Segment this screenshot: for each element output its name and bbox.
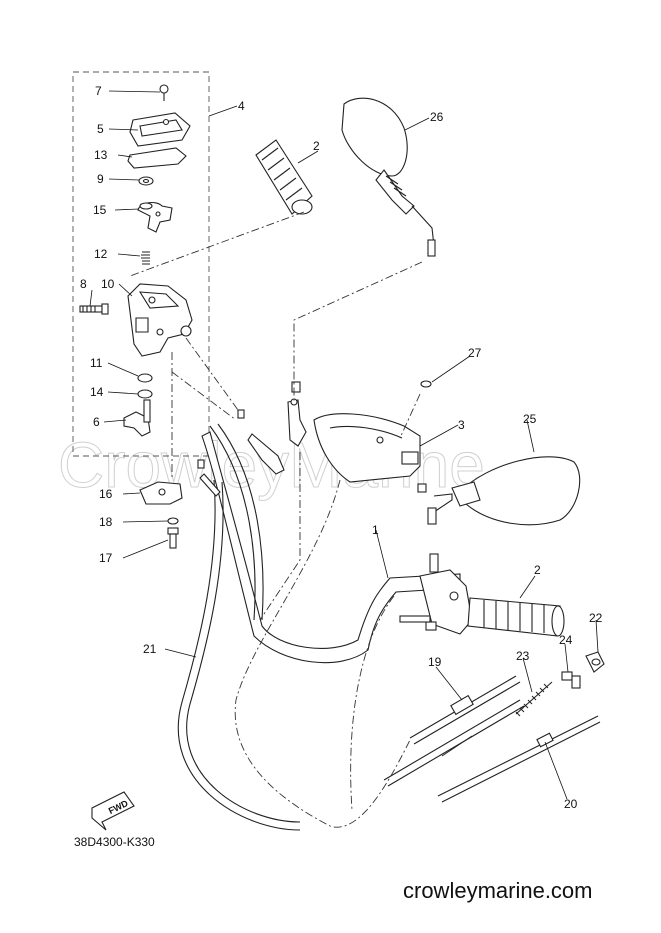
callout-5[interactable]: 5 xyxy=(97,122,104,136)
part-2-grip-lower[interactable] xyxy=(467,597,565,637)
leader-lines xyxy=(89,90,599,800)
footer-url[interactable]: crowleymarine.com xyxy=(403,878,593,903)
assembly-lines xyxy=(129,211,423,828)
callout-27[interactable]: 27 xyxy=(468,346,482,360)
callout-4[interactable]: 4 xyxy=(238,99,245,113)
callout-14[interactable]: 14 xyxy=(90,385,104,399)
part-3-cover[interactable] xyxy=(313,413,421,483)
part-24-nut[interactable] xyxy=(561,671,581,689)
callout-26[interactable]: 26 xyxy=(430,110,444,124)
callout-1[interactable]: 1 xyxy=(372,523,379,537)
callout-3[interactable]: 3 xyxy=(458,418,465,432)
part-12-spring[interactable] xyxy=(141,251,150,265)
part-11-washer[interactable] xyxy=(137,373,153,383)
callout-2-upper[interactable]: 2 xyxy=(313,139,320,153)
callout-9[interactable]: 9 xyxy=(97,172,104,186)
callout-2-lower[interactable]: 2 xyxy=(534,563,541,577)
part-17-bolt[interactable] xyxy=(167,527,179,549)
part-cable-bundle[interactable] xyxy=(383,699,525,787)
part-15-lever[interactable] xyxy=(137,201,173,233)
callout-7[interactable]: 7 xyxy=(95,84,102,98)
callout-25[interactable]: 25 xyxy=(523,412,537,426)
callout-21[interactable]: 21 xyxy=(143,642,157,656)
callout-22[interactable]: 22 xyxy=(589,611,603,625)
part-2-grip-upper[interactable] xyxy=(255,139,313,215)
callout-8[interactable]: 8 xyxy=(80,277,87,291)
part-14-washer[interactable] xyxy=(137,389,153,399)
callout-23[interactable]: 23 xyxy=(516,649,530,663)
callout-16[interactable]: 16 xyxy=(99,487,113,501)
callout-12[interactable]: 12 xyxy=(94,247,108,261)
part-5-cover[interactable] xyxy=(129,112,191,147)
part-20-cable[interactable] xyxy=(437,715,601,803)
diagram-code: 38D4300-K330 xyxy=(74,835,155,849)
fwd-arrow-icon: FWD xyxy=(91,791,135,831)
part-22-adjuster[interactable] xyxy=(585,651,605,673)
callout-20[interactable]: 20 xyxy=(564,797,578,811)
callout-13[interactable]: 13 xyxy=(94,148,108,162)
part-16-bracket[interactable] xyxy=(139,481,183,505)
callout-18[interactable]: 18 xyxy=(99,515,113,529)
part-8-bolt[interactable] xyxy=(79,303,109,315)
part-19-cable[interactable] xyxy=(409,675,521,745)
part-18-washer[interactable] xyxy=(167,517,179,525)
part-27-cap[interactable] xyxy=(420,380,432,388)
callout-labels: 7 4 5 13 9 15 12 8 10 11 14 6 16 18 17 2… xyxy=(80,84,603,811)
part-10-housing[interactable] xyxy=(127,283,193,357)
part-cable-fittings[interactable] xyxy=(197,381,437,631)
part-25-mirror[interactable] xyxy=(427,456,581,526)
part-21-throttle-cable[interactable] xyxy=(177,423,301,831)
part-6-throttle-lever[interactable] xyxy=(123,399,151,437)
part-7-screw[interactable] xyxy=(159,84,169,101)
callout-11[interactable]: 11 xyxy=(90,356,103,370)
callout-17[interactable]: 17 xyxy=(99,551,113,565)
callout-10[interactable]: 10 xyxy=(101,277,115,291)
part-23-spring[interactable] xyxy=(515,681,553,717)
callout-15[interactable]: 15 xyxy=(93,203,107,217)
part-13-gasket[interactable] xyxy=(127,147,187,169)
part-9-nut[interactable] xyxy=(138,176,154,186)
part-26-mirror[interactable] xyxy=(341,97,436,257)
callout-24[interactable]: 24 xyxy=(559,633,573,647)
callout-6[interactable]: 6 xyxy=(93,415,100,429)
callout-19[interactable]: 19 xyxy=(428,655,442,669)
